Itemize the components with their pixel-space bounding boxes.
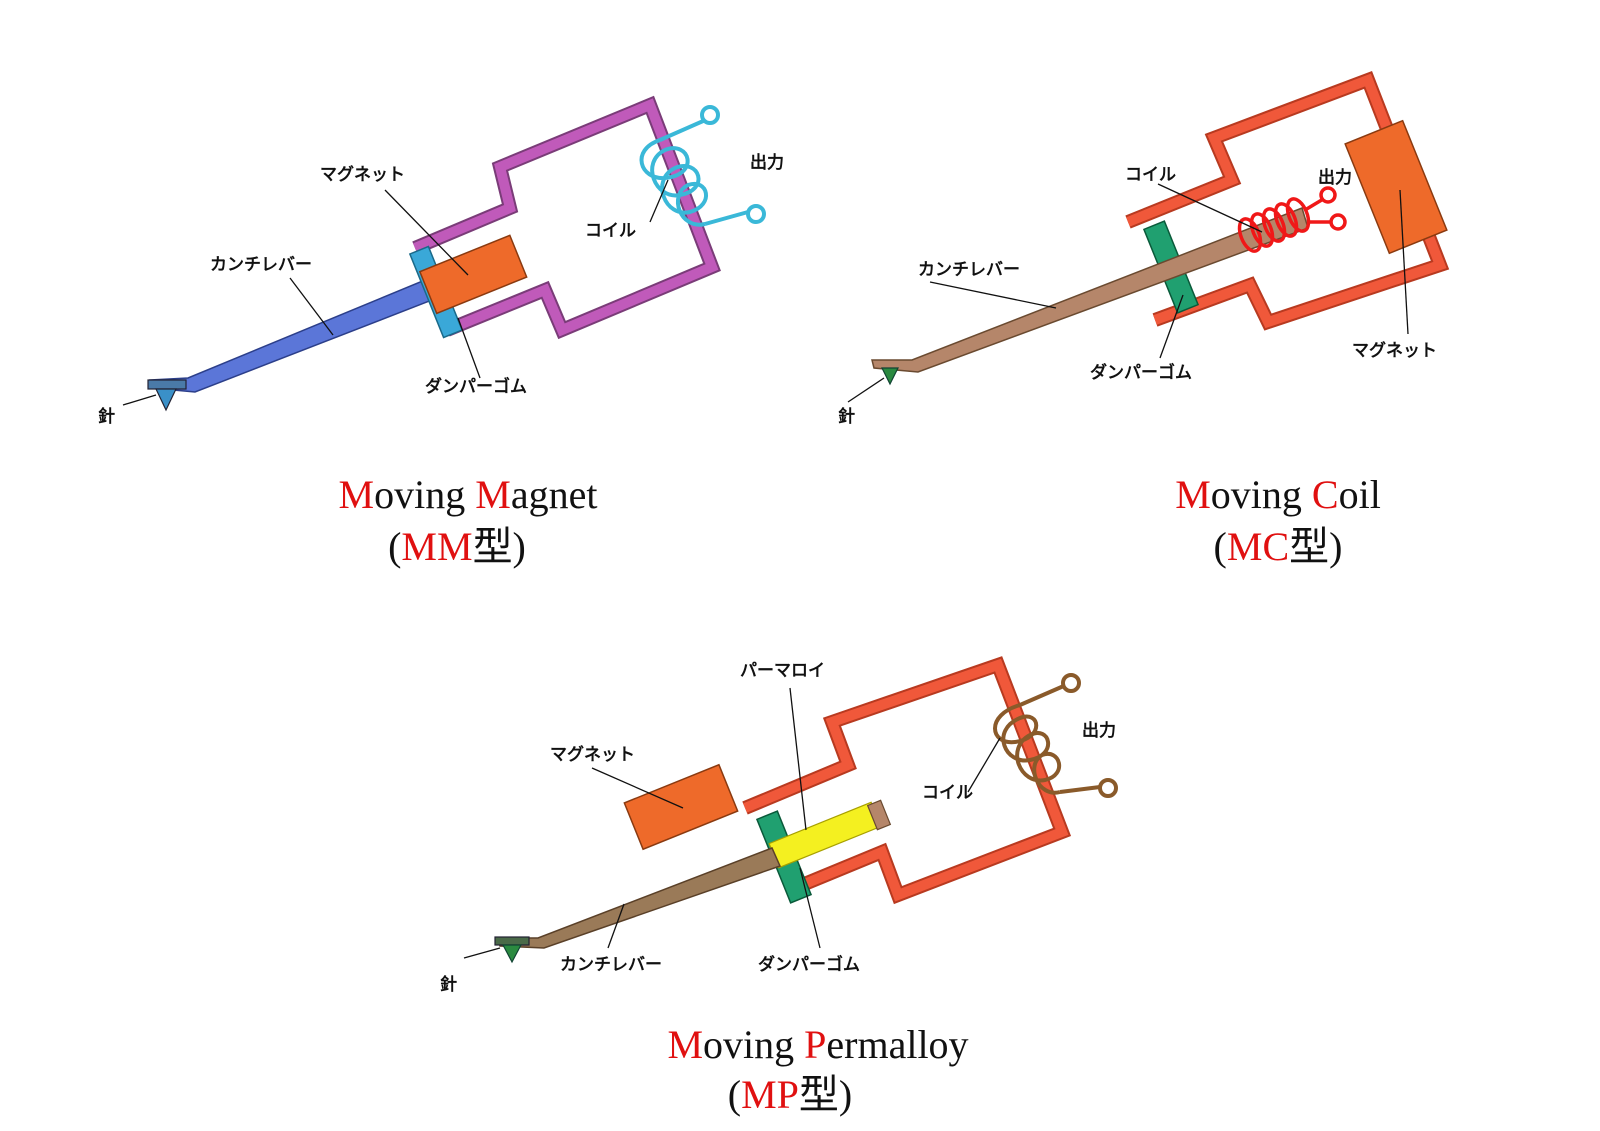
mc-label-output: 出力 (1318, 167, 1352, 188)
mp-label-cantilever: カンチレバー (560, 955, 662, 975)
mp-label-output: 出力 (1082, 720, 1116, 741)
mp-caption-line1: Moving Permalloy (667, 1022, 968, 1067)
mm-cantilever (149, 279, 433, 393)
mp-needle (494, 936, 530, 964)
mp-coil (993, 673, 1118, 798)
mm-label-magnet: マグネット (320, 164, 405, 185)
mp-label-coil: コイル (922, 783, 973, 803)
mm-caption-line1: Moving Magnet (339, 472, 598, 517)
mp-label-needle: 針 (440, 974, 457, 995)
mp-cantilever (497, 847, 782, 949)
mc-label-magnet: マグネット (1352, 340, 1437, 361)
mm-label-coil: コイル (585, 221, 636, 241)
mm-leaders (122, 179, 669, 406)
mc-label-cantilever: カンチレバー (918, 260, 1020, 280)
mm-label-cantilever: カンチレバー (210, 255, 312, 275)
mm-coil (639, 105, 766, 227)
mp-diagram: パーマロイ マグネット 出力 コイル 針 カンチレバー ダンパーゴム Movin… (440, 656, 1118, 1117)
mm-diagram: マグネット カンチレバー ダンパーゴム コイル 出力 針 Moving Magn… (98, 95, 784, 569)
mm-needle (147, 379, 187, 412)
mp-caption-line2: (MP型) (728, 1072, 852, 1117)
mm-label-output: 出力 (750, 152, 784, 173)
mm-label-damper: ダンパーゴム (425, 376, 527, 397)
mc-needle (881, 367, 899, 386)
mc-label-coil: コイル (1125, 165, 1176, 185)
mm-label-needle: 針 (98, 406, 115, 427)
mm-caption-agnet: agnet (511, 472, 598, 517)
mm-magnet (418, 234, 528, 315)
mp-label-damper: ダンパーゴム (758, 954, 860, 975)
mp-label-permalloy: パーマロイ (740, 661, 825, 681)
mp-leaders (463, 687, 1001, 959)
mc-label-damper: ダンパーゴム (1090, 362, 1192, 383)
mm-caption-oving: oving (374, 472, 475, 517)
mc-coil (1237, 186, 1347, 253)
mc-diagram: コイル 出力 カンチレバー ダンパーゴム マグネット 針 Moving Coil… (838, 71, 1450, 569)
mc-caption-line2: (MC型) (1214, 524, 1343, 569)
mc-leaders (847, 183, 1409, 403)
mc-magnet (1344, 119, 1448, 255)
mm-caption-line2: (MM型) (388, 524, 526, 569)
mc-caption-line1: Moving Coil (1175, 472, 1381, 517)
mc-label-needle: 針 (838, 406, 855, 427)
mm-caption-M2: M (475, 472, 511, 517)
mm-caption-M1: M (339, 472, 375, 517)
mp-label-magnet: マグネット (550, 744, 635, 765)
